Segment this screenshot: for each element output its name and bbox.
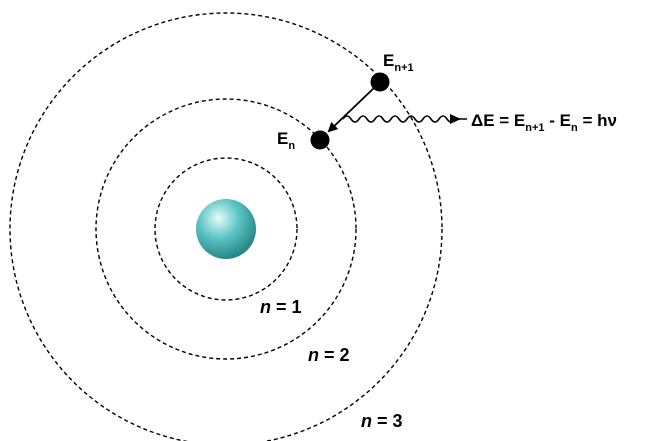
orbit-label-n3-var: n (361, 411, 372, 431)
photon-arrowhead (450, 114, 461, 124)
photon-wave (342, 115, 467, 123)
equation-sub2: n (571, 122, 578, 134)
label-e-lower-sub: n (288, 140, 295, 152)
equation-minus: - E (545, 111, 571, 130)
orbit-label-n2-rest: = 2 (319, 345, 350, 365)
electron-lower (310, 130, 330, 150)
equation-delta: ΔE = E (471, 111, 525, 130)
orbit-label-n2-var: n (308, 345, 319, 365)
label-e-upper-base: E (383, 51, 394, 70)
energy-equation: ΔE = En+1 - En = hν (471, 111, 617, 134)
label-e-lower-base: E (277, 129, 288, 148)
orbit-label-n2: n = 2 (308, 345, 350, 365)
equation-sub1: n+1 (525, 122, 544, 134)
transition-arrow (327, 87, 375, 133)
label-e-upper-sub: n+1 (394, 62, 413, 74)
orbit-n1 (154, 157, 298, 301)
orbit-n2 (95, 98, 357, 360)
electron-upper (370, 72, 390, 92)
orbit-n3 (9, 12, 443, 441)
equation-rest: = hν (578, 111, 617, 130)
orbit-label-n1-var: n (260, 297, 271, 317)
orbit-label-n3: n = 3 (361, 411, 403, 431)
orbit-label-n1: n = 1 (260, 297, 302, 317)
label-e-upper: En+1 (383, 51, 414, 74)
nucleus (196, 199, 256, 259)
label-e-lower: En (277, 129, 295, 152)
orbit-label-n3-rest: = 3 (372, 411, 403, 431)
orbit-label-n1-rest: = 1 (271, 297, 302, 317)
